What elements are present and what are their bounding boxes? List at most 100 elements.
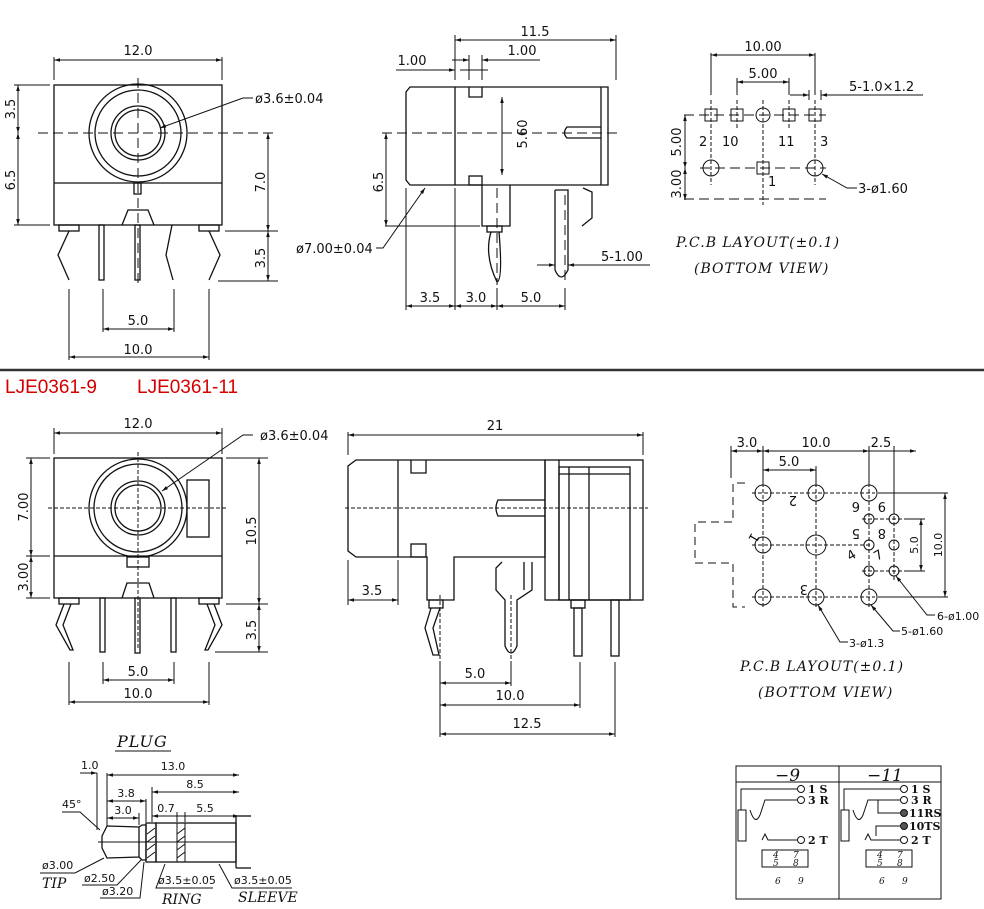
pcb-pin-label: 2 xyxy=(789,492,797,507)
pcb-hole xyxy=(860,588,878,606)
pcb-pin-label: 9 xyxy=(878,498,886,513)
schematic-11-n6: 6 xyxy=(879,877,885,887)
schematic-9-n5: 5 xyxy=(773,859,779,869)
plug-d4: 3.8 xyxy=(117,787,135,800)
top-side-inner-h: 5.60 xyxy=(516,120,531,149)
pcb-hole xyxy=(805,534,827,556)
top-side-length: 11.5 xyxy=(521,25,550,40)
plug-title: PLUG xyxy=(116,732,168,751)
plug-d2: 13.0 xyxy=(161,760,186,773)
top-side-slot-b: 1.00 xyxy=(508,44,537,59)
top-pcb-holes: 3-ø1.60 xyxy=(858,182,908,197)
schematic-col-11: −11 xyxy=(867,766,903,786)
pcb-hole xyxy=(888,565,900,577)
bottom-pcb-v-inner: 5.0 xyxy=(908,536,921,554)
pcb-pad xyxy=(704,108,718,122)
bottom-pcb-mid: 5-ø1.60 xyxy=(901,625,943,638)
schematic-11-ts: 10TS xyxy=(909,820,940,833)
pcb-hole xyxy=(754,588,772,606)
top-front-lower: 6.5 xyxy=(4,170,19,191)
wiring-schematic: −9 −11 1 S 3 R 2 T 4 5 7 8 6 9 1 S 3 R 1… xyxy=(735,765,942,900)
top-pcb-subtitle: (BOTTOM VIEW) xyxy=(694,261,829,277)
pcb-pin-label: 11 xyxy=(778,135,795,150)
top-front-upper: 3.5 xyxy=(4,99,19,120)
pcb-pin-label: 4 xyxy=(845,547,860,564)
pcb-pad xyxy=(808,108,822,122)
schematic-col-9: −9 xyxy=(775,766,800,786)
schematic-11-r: 3 R xyxy=(911,794,932,807)
model-label-11: LJE0361-11 xyxy=(137,377,238,398)
bottom-side-view: 21 3.5 5.0 10.0 12.5 xyxy=(345,419,648,737)
plug-d320: ø3.20 xyxy=(102,885,133,898)
plug-d5: 3.0 xyxy=(114,804,132,817)
top-pcb-offset: 3.00 xyxy=(670,170,685,199)
plug-tip: TIP xyxy=(42,876,67,892)
pcb-hole xyxy=(863,565,875,577)
bottom-pcb-x1: 3.0 xyxy=(737,436,758,451)
top-side-slot-a: 1.00 xyxy=(398,54,427,69)
schematic-11-t: 2 T xyxy=(911,834,931,847)
schematic-9-n6: 6 xyxy=(775,877,781,887)
top-front-pin-outer: 10.0 xyxy=(124,343,153,358)
bottom-front-width: 12.0 xyxy=(124,417,153,432)
top-side-x1: 3.5 xyxy=(420,291,441,306)
pcb-pin-label: 1 xyxy=(744,530,761,545)
bottom-front-lower: 3.00 xyxy=(17,563,32,592)
top-pcb-span: 10.00 xyxy=(744,40,781,55)
top-pcb-row-gap: 5.00 xyxy=(670,128,685,157)
schematic-11-n5: 5 xyxy=(877,859,883,869)
schematic-9-t: 2 T xyxy=(808,834,828,847)
schematic-9-r: 3 R xyxy=(808,794,829,807)
top-front-pin-len: 3.5 xyxy=(254,248,269,269)
plug-tip-d: ø3.00 xyxy=(42,859,73,872)
schematic-11-n7: 7 xyxy=(897,851,903,861)
pcb-pin-label: 1 xyxy=(768,175,776,190)
plug-d7: 5.5 xyxy=(196,802,214,815)
model-label-9: LJE0361-9 xyxy=(5,377,97,398)
plug-ring-d: ø3.5±0.05 xyxy=(158,874,216,887)
top-side-pin-w: 5-1.00 xyxy=(601,250,643,265)
pcb-pin-label: 2 xyxy=(699,135,707,150)
schematic-11-n8: 8 xyxy=(897,859,903,869)
top-pcb-inner: 5.00 xyxy=(749,67,778,82)
schematic-11-n4: 4 xyxy=(876,851,883,861)
top-pcb-layout: 2 10 11 3 1 10.00 5.00 5-1.0×1.2 5.00 3.… xyxy=(670,40,923,277)
bottom-front-height: 10.5 xyxy=(245,517,260,546)
top-front-pin-inner: 5.0 xyxy=(128,314,149,329)
top-pcb-pad: 5-1.0×1.2 xyxy=(849,80,914,95)
top-side-center-h: 6.5 xyxy=(372,172,387,193)
top-side-x3: 5.0 xyxy=(521,291,542,306)
pcb-hole xyxy=(863,513,875,525)
plug-sleeve: SLEEVE xyxy=(238,890,298,906)
schematic-9-n8: 8 xyxy=(793,859,799,869)
bottom-pcb-layout: 2 1 3 6 5 4 9 8 7 3.0 10.0 2.5 5.0 5.0 1… xyxy=(694,436,979,701)
pcb-pin-label: 8 xyxy=(878,525,886,540)
bottom-pcb-v-outer: 10.0 xyxy=(932,533,945,558)
schematic-11-n9: 9 xyxy=(902,877,908,887)
bottom-front-hole: ø3.6±0.04 xyxy=(260,429,328,444)
bottom-front-pin-len: 3.5 xyxy=(245,620,260,641)
schematic-9-n4: 4 xyxy=(772,851,779,861)
bottom-side-length: 21 xyxy=(487,419,504,434)
pcb-hole xyxy=(807,588,825,606)
top-side-barrel: ø7.00±0.04 xyxy=(296,242,373,257)
top-front-hole: ø3.6±0.04 xyxy=(255,92,323,107)
schematic-11-rs: 11RS xyxy=(909,807,941,820)
plug-sleeve-d: ø3.5±0.05 xyxy=(234,874,292,887)
pcb-hole xyxy=(888,513,900,525)
top-front-view: 12.0 3.5 6.5 7.0 3.5 5.0 10.0 ø3.6±0.04 xyxy=(4,44,323,360)
bottom-front-pin-inner: 5.0 xyxy=(128,665,149,680)
schematic-9-n9: 9 xyxy=(798,877,804,887)
top-pcb-title: P.C.B LAYOUT(±0.1) xyxy=(675,235,840,251)
plug-ring: RING xyxy=(161,892,202,908)
bottom-front-upper: 7.00 xyxy=(17,493,32,522)
pcb-pin-label: 6 xyxy=(852,498,860,513)
plug-d1: 1.0 xyxy=(81,759,99,772)
pcb-hole xyxy=(754,536,772,554)
bottom-front-pin-outer: 10.0 xyxy=(124,687,153,702)
pcb-pin-label: 7 xyxy=(872,547,887,564)
pcb-hole xyxy=(806,159,824,177)
bottom-pcb-small: 6-ø1.00 xyxy=(937,610,979,623)
bottom-side-d2: 10.0 xyxy=(496,689,525,704)
